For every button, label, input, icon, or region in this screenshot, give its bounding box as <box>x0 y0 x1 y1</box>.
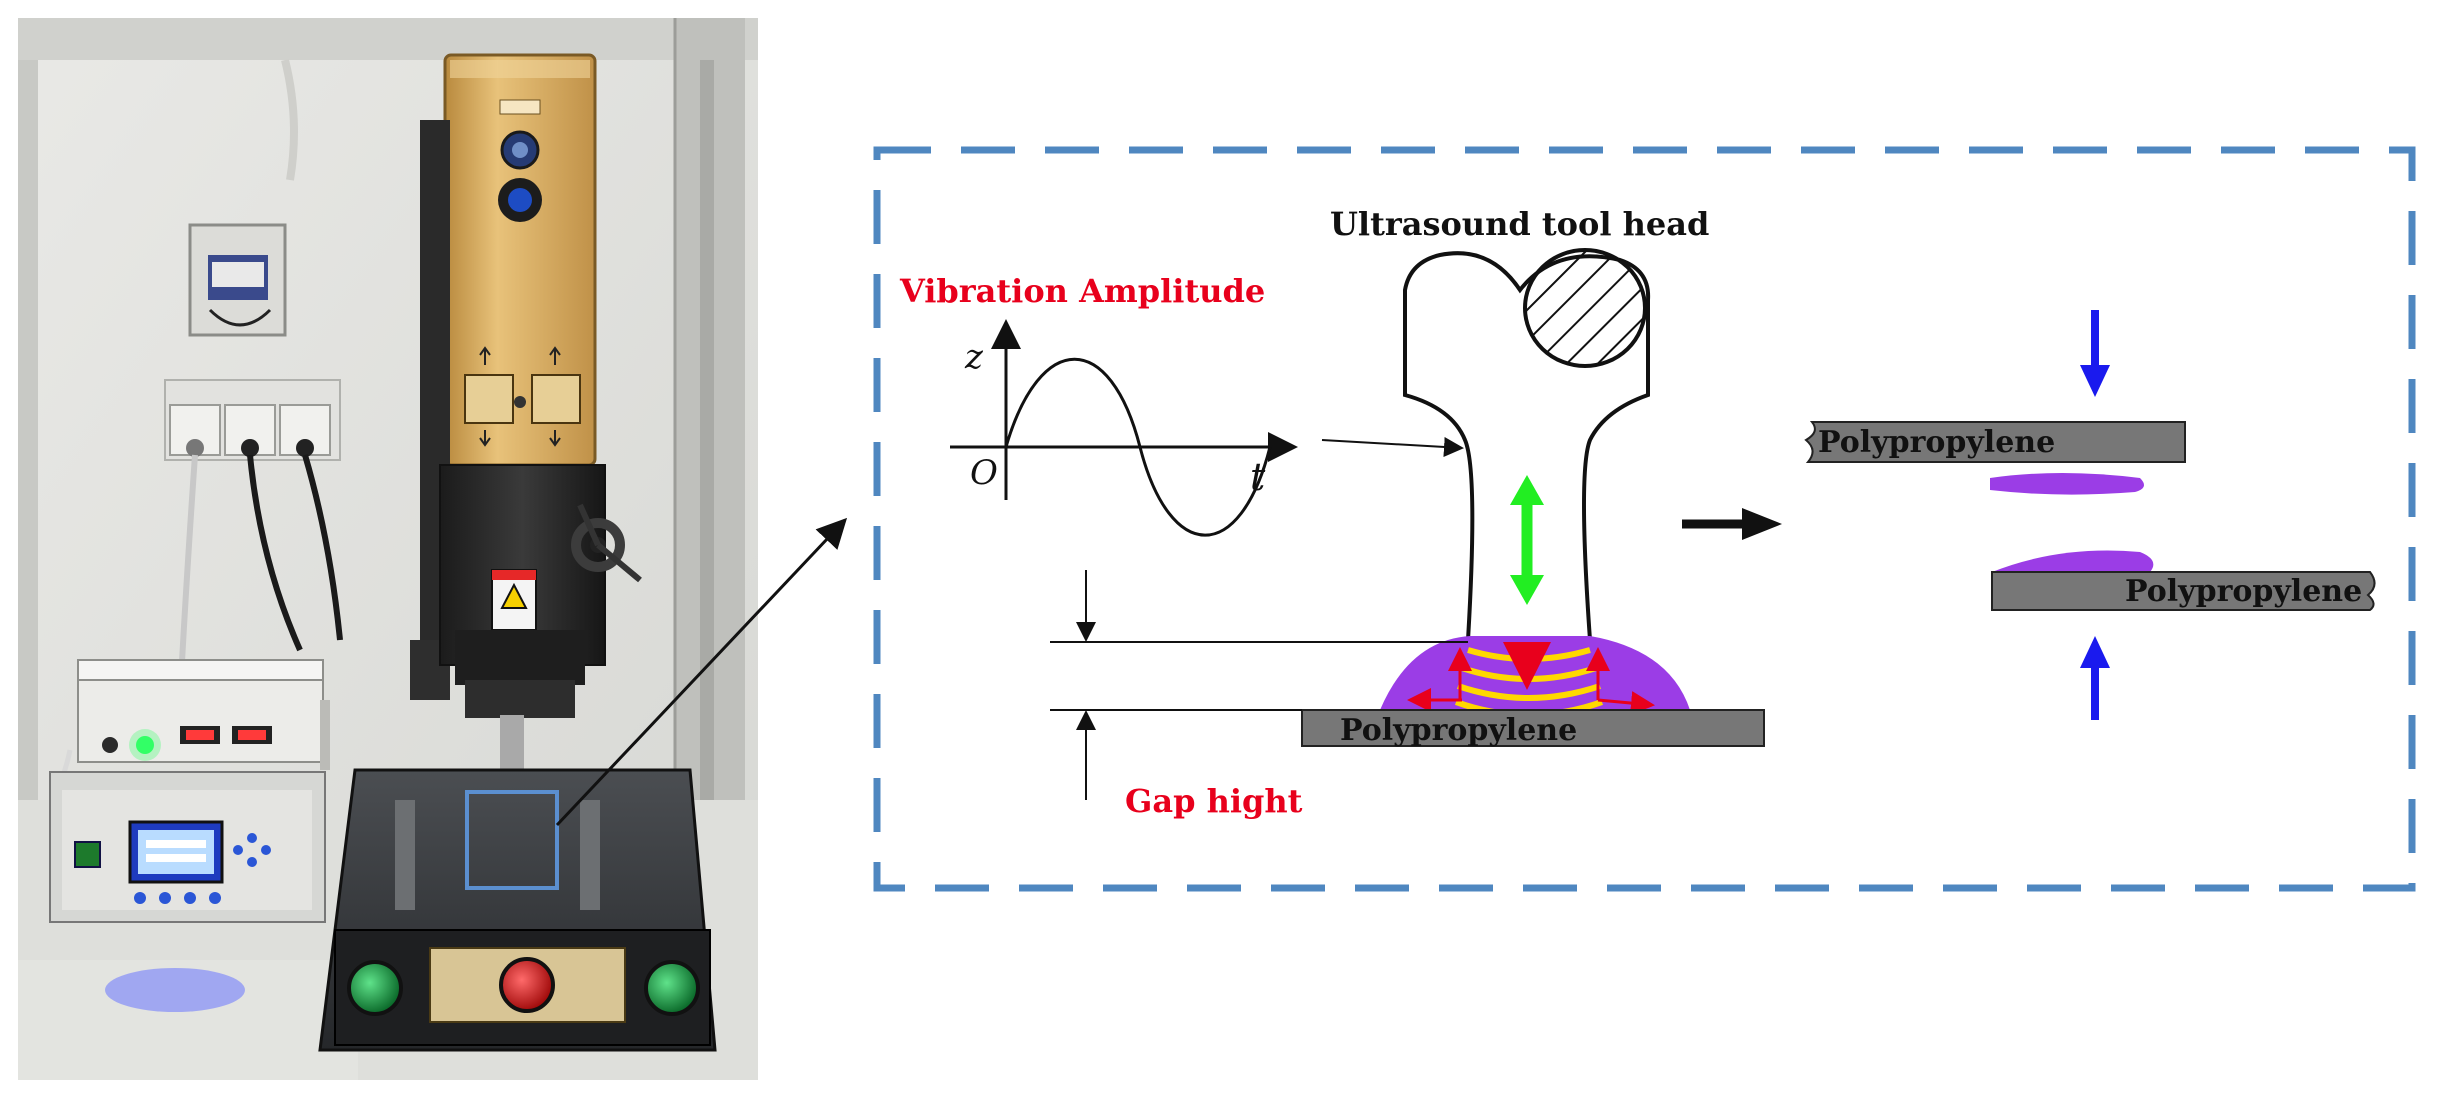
top-right-plate-label: Polypropylene <box>1818 425 2055 460</box>
top-right-plate <box>1804 421 2186 463</box>
bottom-right-plate <box>1991 571 2376 611</box>
bottom-plate-label: Polypropylene <box>1340 713 1577 748</box>
bottom-plate <box>1301 709 1765 747</box>
pressure-arrow-down <box>2080 310 2110 397</box>
origin-label: O <box>970 453 998 493</box>
gap-height-indicator <box>1050 570 1468 800</box>
melt-flow-arrows <box>1407 642 1655 716</box>
ultrasound-tool-head <box>1403 248 1651 642</box>
z-axis-label: z <box>964 337 984 377</box>
bottom-right-plate-label: Polypropylene <box>2125 574 2362 609</box>
melt-top-right <box>1990 473 2144 495</box>
callout-box <box>465 790 559 890</box>
zoom-arrow <box>555 517 848 827</box>
t-axis-label: t <box>1250 455 1266 499</box>
melt-bottom-right <box>1992 550 2154 572</box>
hatched-circle-icon <box>1523 248 1647 368</box>
vertical-double-arrow-icon <box>1510 475 1544 605</box>
right-arrow-icon <box>1682 508 1782 540</box>
wave-to-horn-arrow <box>1321 436 1464 457</box>
pressure-arrow-up <box>2080 636 2110 720</box>
vibration-amplitude-label: Vibration Amplitude <box>899 272 1265 310</box>
gap-height-label: Gap hight <box>1125 782 1303 820</box>
sine-wave-icon: z O t <box>950 319 1298 537</box>
diagram-frame <box>873 146 2416 892</box>
welding-machine-photo <box>17 18 758 1080</box>
tool-head-label: Ultrasound tool head <box>1330 205 1709 243</box>
